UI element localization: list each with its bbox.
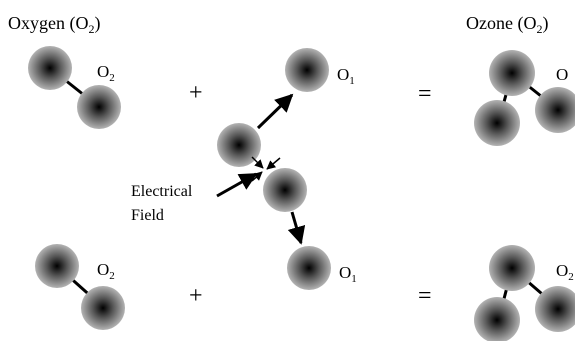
oxygen-atom xyxy=(489,245,535,291)
arrow-down xyxy=(287,211,306,245)
oxygen-atom-o1-top xyxy=(285,48,329,92)
plus-sign-top: + xyxy=(189,80,203,106)
oxygen-atom-o1-bottom xyxy=(287,246,331,290)
oxygen-atom xyxy=(77,85,121,129)
ozone-title: Ozone (O2) xyxy=(466,13,548,36)
oxygen-atom xyxy=(535,87,575,133)
equals-sign-bottom: = xyxy=(418,283,432,309)
arrow-up-right xyxy=(256,93,294,130)
plus-sign-bottom: + xyxy=(189,283,203,309)
oxygen-atom xyxy=(217,123,261,167)
o1-label-bottom: O1 xyxy=(339,263,357,285)
o1-label-top: O1 xyxy=(337,65,355,87)
oxygen-atom xyxy=(28,46,72,90)
oxygen-atom xyxy=(535,286,575,332)
oxygen-atom xyxy=(474,297,520,341)
ozone-molecule-top xyxy=(474,50,575,146)
ozone-molecule-bottom xyxy=(474,245,575,341)
o2-label-top: O2 xyxy=(97,62,115,84)
oxygen-atom xyxy=(35,244,79,288)
splitting-o2-molecule xyxy=(217,123,307,212)
oxygen-atom xyxy=(263,168,307,212)
o2-molecule-top xyxy=(28,46,121,129)
o2-label-bottom: O2 xyxy=(97,260,115,282)
electrical-field-pointer xyxy=(216,172,258,198)
oxygen-title: Oxygen (O2) xyxy=(8,13,100,36)
oxygen-atom xyxy=(474,100,520,146)
electrical-field-label: Electrical Field xyxy=(131,183,196,224)
equals-sign-top: = xyxy=(418,81,432,107)
ozone-label-bottom: O2 xyxy=(556,261,574,283)
oxygen-atom xyxy=(81,286,125,330)
o2-molecule-bottom xyxy=(35,244,125,330)
ozone-label-top: O xyxy=(556,65,568,84)
oxygen-atom xyxy=(489,50,535,96)
